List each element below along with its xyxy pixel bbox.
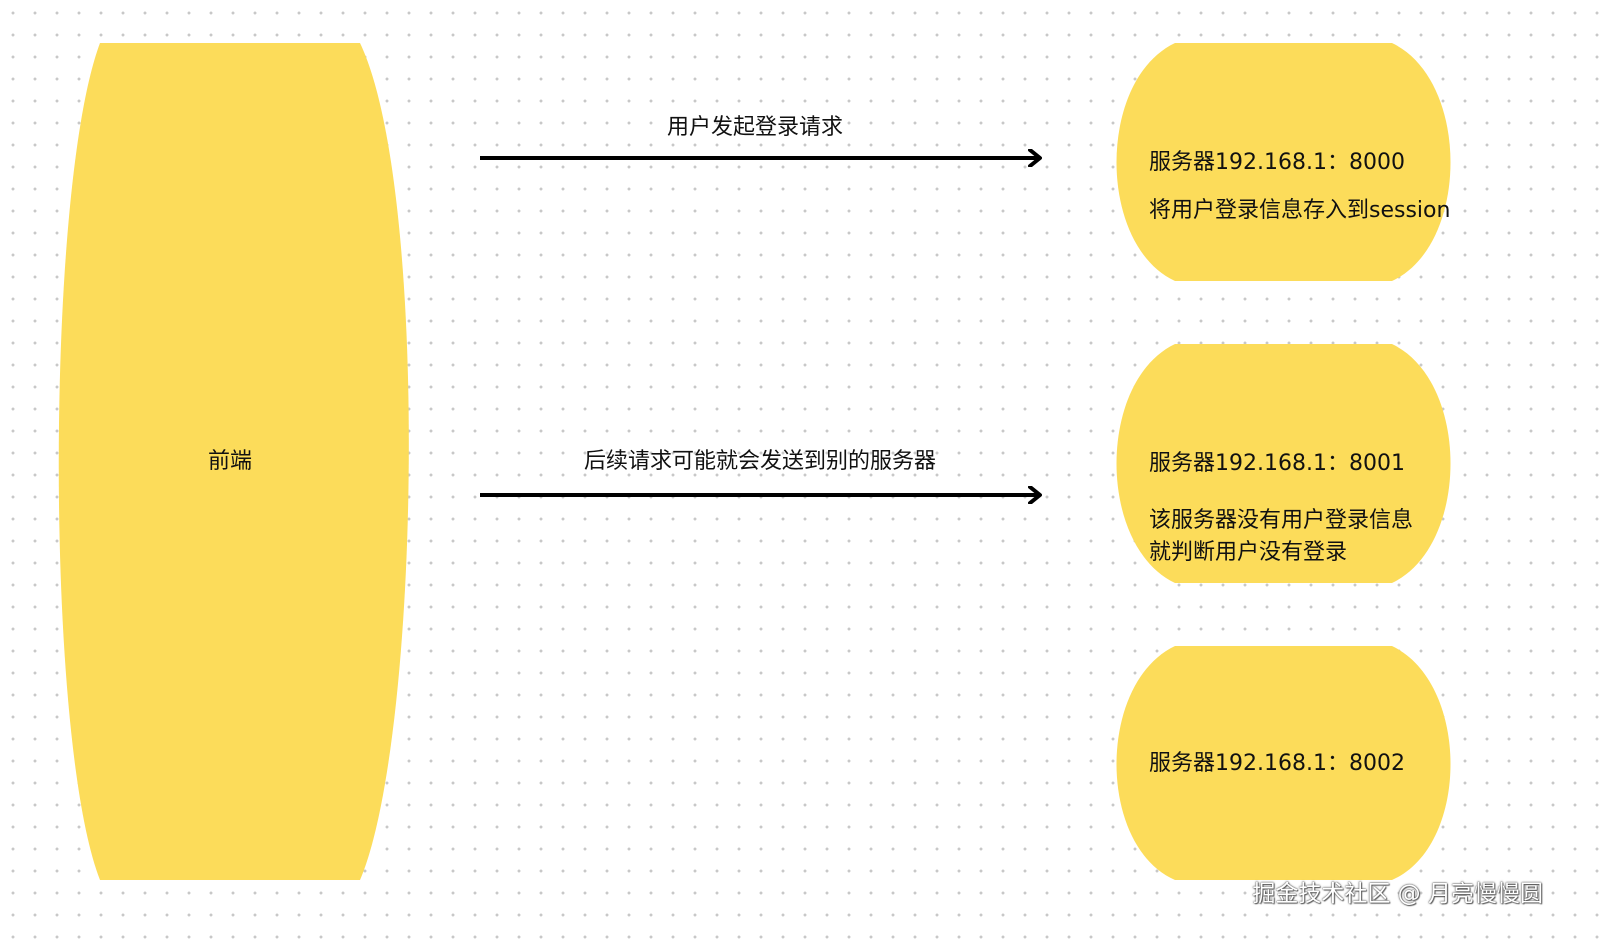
server-node-8001[interactable] <box>1116 344 1451 583</box>
arrow-subsequent-request-label: 后续请求可能就会发送到别的服务器 <box>584 449 937 474</box>
server-8002-title: 服务器192.168.1：8002 <box>1149 751 1405 776</box>
watermark: 掘金技术社区 @ 月亮慢慢圆 <box>1252 881 1543 907</box>
frontend-node[interactable] <box>58 43 409 880</box>
server-8000-title: 服务器192.168.1：8000 <box>1149 150 1405 175</box>
server-8001-note-2: 就判断用户没有登录 <box>1149 540 1348 565</box>
server-8001-title: 服务器192.168.1：8001 <box>1149 451 1405 476</box>
arrow-login-request-label: 用户发起登录请求 <box>667 115 844 140</box>
server-8001-note-1: 该服务器没有用户登录信息 <box>1149 508 1414 533</box>
frontend-label: 前端 <box>208 449 253 474</box>
server-node-8000[interactable] <box>1116 43 1451 281</box>
server-8000-note: 将用户登录信息存入到session <box>1149 198 1451 223</box>
server-node-8002[interactable] <box>1116 646 1451 880</box>
